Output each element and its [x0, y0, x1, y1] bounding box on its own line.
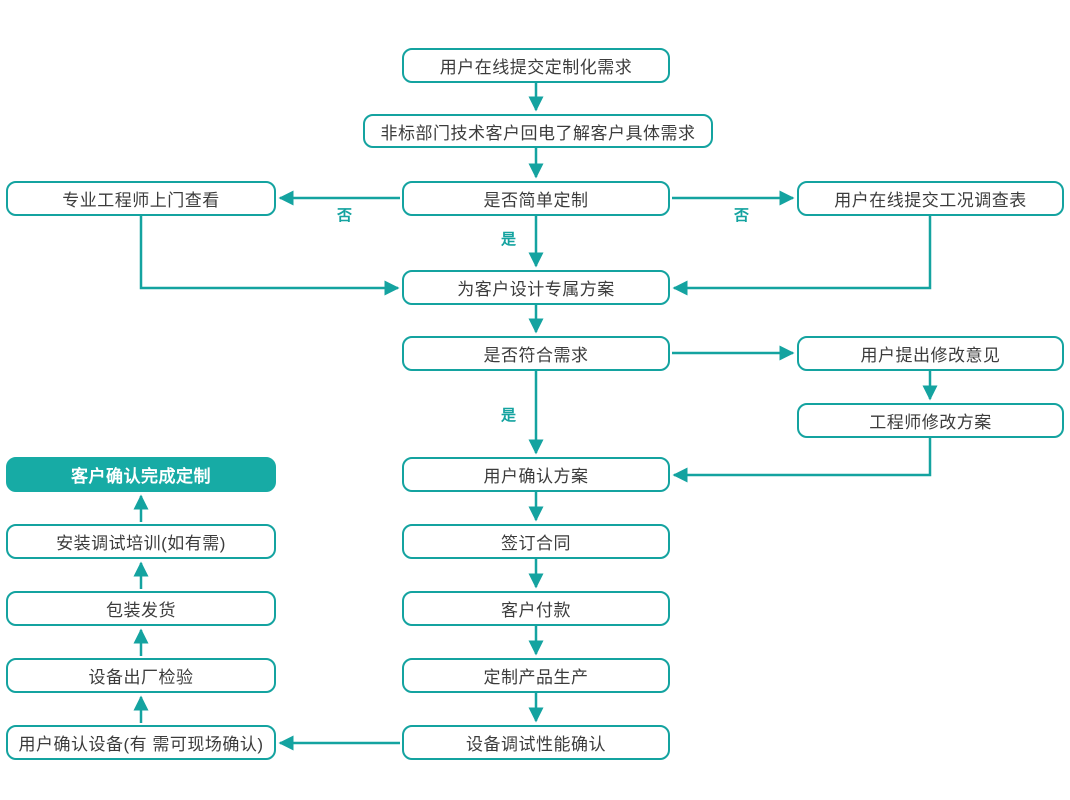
node-label: 客户付款	[501, 601, 571, 620]
node-label: 非标部门技术客户回电了解客户具体需求	[380, 123, 696, 143]
node-label: 安装调试培训(如有需)	[56, 534, 226, 553]
node-label: 用户在线提交工况调查表	[834, 191, 1027, 210]
node-label: 工程师修改方案	[869, 413, 992, 432]
node-meets-requirements[interactable]: 是否符合需求	[402, 336, 670, 371]
node-submit-condition-survey[interactable]: 用户在线提交工况调查表	[797, 181, 1064, 216]
node-tech-callback[interactable]: 非标部门技术客户回电了解客户具体需求	[363, 114, 713, 148]
edge-label-text: 是	[501, 231, 517, 248]
node-customer-payment[interactable]: 客户付款	[402, 591, 670, 626]
node-label: 包装发货	[106, 601, 176, 620]
node-label: 是否符合需求	[483, 346, 589, 365]
node-engineer-onsite-visit[interactable]: 专业工程师上门查看	[6, 181, 276, 216]
node-label: 用户确认设备(有 需可现场确认)	[18, 735, 264, 754]
node-user-confirm-plan[interactable]: 用户确认方案	[402, 457, 670, 492]
node-label: 设备调试性能确认	[466, 735, 606, 754]
edge-label-text: 否	[337, 207, 353, 224]
node-label: 专业工程师上门查看	[62, 191, 220, 210]
node-user-confirm-equipment[interactable]: 用户确认设备(有 需可现场确认)	[6, 725, 276, 760]
node-customer-confirm-complete[interactable]: 客户确认完成定制	[6, 457, 276, 492]
node-equipment-performance-confirm[interactable]: 设备调试性能确认	[402, 725, 670, 760]
node-install-debug-training[interactable]: 安装调试培训(如有需)	[6, 524, 276, 559]
node-label: 为客户设计专属方案	[457, 280, 615, 299]
node-label: 用户确认方案	[483, 467, 589, 486]
edge-label-yes-top: 是	[501, 232, 516, 247]
edge-label-yes-mid: 是	[501, 408, 516, 423]
node-design-exclusive-plan[interactable]: 为客户设计专属方案	[402, 270, 670, 305]
edge-engineer-to-design	[139, 216, 400, 296]
node-label: 签订合同	[501, 534, 571, 553]
edge-label-no-right: 否	[734, 208, 749, 223]
node-label: 用户提出修改意见	[860, 346, 1001, 365]
node-sign-contract[interactable]: 签订合同	[402, 524, 670, 559]
node-custom-product-production[interactable]: 定制产品生产	[402, 658, 670, 693]
node-factory-inspection[interactable]: 设备出厂检验	[6, 658, 276, 693]
edge-label-no-left: 否	[337, 208, 352, 223]
node-label: 客户确认完成定制	[71, 467, 211, 486]
node-label: 定制产品生产	[483, 668, 589, 687]
node-label: 设备出厂检验	[88, 668, 194, 687]
node-is-simple-customization[interactable]: 是否简单定制	[402, 181, 670, 216]
node-packing-shipping[interactable]: 包装发货	[6, 591, 276, 626]
node-label: 用户在线提交定制化需求	[439, 58, 633, 77]
edge-survey-to-design	[672, 216, 932, 296]
edge-label-text: 否	[734, 207, 750, 224]
node-submit-custom-request[interactable]: 用户在线提交定制化需求	[402, 48, 670, 83]
edge-label-text: 是	[501, 407, 517, 424]
node-user-revision-comments[interactable]: 用户提出修改意见	[797, 336, 1064, 371]
node-label: 是否简单定制	[483, 191, 589, 210]
node-engineer-modify-plan[interactable]: 工程师修改方案	[797, 403, 1064, 438]
edge-modify-to-confirm	[672, 438, 932, 483]
